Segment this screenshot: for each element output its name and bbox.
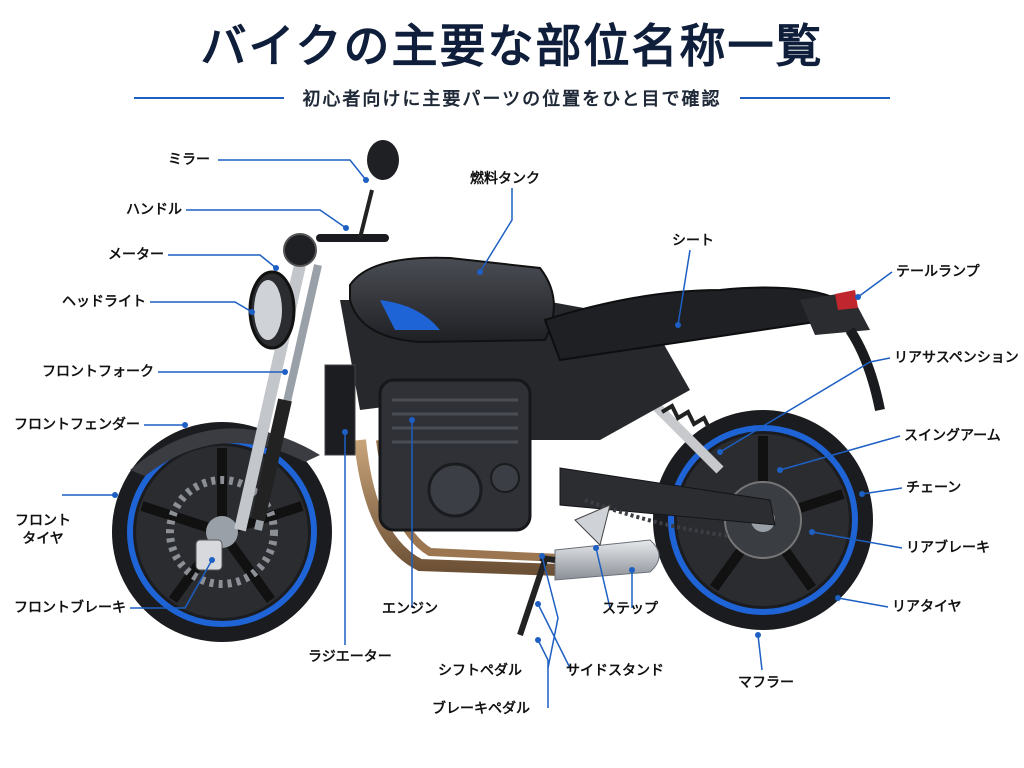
mirror-stem-shape [358, 189, 374, 239]
leader-line-dots [112, 177, 865, 643]
label-front-tire-line2: タイヤ [22, 531, 64, 547]
label-brake-pedal: ブレーキペダル [432, 701, 530, 717]
side-stand-shape [517, 559, 548, 636]
label-front-fork: フロントフォーク [42, 364, 154, 380]
chain-shape [584, 498, 776, 542]
label-muffler: マフラー [738, 675, 794, 691]
label-tail-lamp: テールランプ [896, 264, 980, 280]
label-engine: エンジン [382, 601, 438, 617]
label-fuel-tank: 燃料タンク [470, 171, 540, 187]
label-front-tire: フロント タイヤ [8, 512, 78, 548]
engine-shape [378, 378, 532, 532]
label-side-stand: サイドスタンド [566, 663, 664, 679]
subtitle-rule-left [134, 97, 285, 99]
fuel-tank-shape [349, 256, 555, 344]
headlight-shape [248, 270, 296, 350]
rear-shock-shape [651, 401, 724, 474]
label-front-brake: フロントブレーキ [14, 600, 126, 616]
page-subtitle: 初心者向けに主要パーツの位置をひと目で確認 [302, 89, 722, 110]
swing-arm-shape [559, 467, 776, 526]
subtitle-rule-right [739, 97, 890, 99]
label-chain: チェーン [906, 480, 962, 496]
label-rear-tire: リアタイヤ [892, 599, 962, 615]
rear-fender-shape [845, 327, 885, 411]
label-shift-pedal: シフトペダル [438, 663, 522, 679]
page-title: バイクの主要な部位名称一覧 [200, 19, 824, 73]
label-swing-arm: スイングアーム [904, 428, 1001, 444]
label-step: ステップ [602, 601, 658, 617]
label-seat: シート [672, 233, 714, 249]
subtitle-row: 初心者向けに主要パーツの位置をひと目で確認 [0, 84, 1024, 112]
step-bracket-shape [574, 504, 611, 546]
radiator-shape [324, 364, 356, 456]
label-radiator: ラジエーター [308, 649, 392, 665]
tank-accent-stripe [380, 300, 440, 330]
label-meter: メーター [108, 247, 164, 263]
label-rear-brake: リアブレーキ [906, 540, 990, 556]
label-headlight: ヘッドライト [62, 294, 146, 310]
label-handle: ハンドル [126, 202, 182, 218]
leader-lines [62, 159, 903, 708]
tail-lamp-shape [835, 290, 858, 310]
mirror-shape [367, 140, 399, 180]
muffler-shape [554, 539, 660, 581]
label-front-tire-line1: フロント [15, 513, 71, 529]
label-rear-suspension: リアサスペンション [894, 350, 1019, 366]
meter-shape [283, 233, 317, 267]
label-front-fender: フロントフェンダー [14, 417, 140, 433]
label-mirror: ミラー [168, 152, 210, 168]
seat-shape [543, 286, 842, 362]
